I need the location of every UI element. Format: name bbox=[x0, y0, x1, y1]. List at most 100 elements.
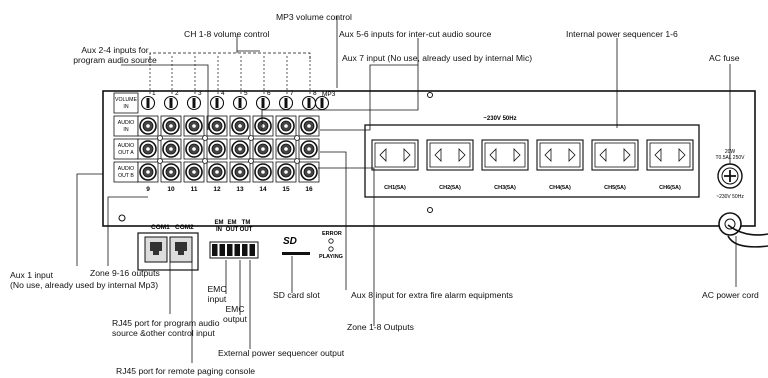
power-outlet[interactable] bbox=[646, 139, 694, 171]
rca-jack[interactable] bbox=[183, 161, 205, 183]
rca-jack[interactable] bbox=[275, 138, 297, 160]
rca-jack[interactable] bbox=[206, 138, 228, 160]
rca-jack[interactable] bbox=[298, 138, 320, 160]
volume-dash-lines bbox=[149, 56, 311, 96]
volume-knob[interactable] bbox=[278, 95, 294, 111]
emc-terminal-pin bbox=[219, 244, 225, 256]
rca-jack[interactable] bbox=[275, 161, 297, 183]
screw bbox=[427, 207, 433, 213]
rca-jack[interactable] bbox=[160, 138, 182, 160]
volume-knob[interactable] bbox=[140, 95, 156, 111]
callout-emc-input-line1: EMC bbox=[207, 284, 227, 294]
emc-terminal-pin bbox=[242, 244, 248, 256]
row-label-line2: OUT B bbox=[118, 173, 134, 179]
emc-terminal-pin bbox=[212, 244, 218, 256]
zone-number: 13 bbox=[236, 186, 244, 193]
zone-number: 16 bbox=[305, 186, 313, 193]
power-outlet[interactable] bbox=[591, 139, 639, 171]
power-outlet[interactable] bbox=[481, 139, 529, 171]
terminal-screw bbox=[248, 135, 254, 141]
ac-power-cord bbox=[718, 212, 768, 248]
rca-jack[interactable] bbox=[206, 115, 228, 137]
rca-jack[interactable] bbox=[183, 115, 205, 137]
rca-jack[interactable] bbox=[137, 161, 159, 183]
rca-jack[interactable] bbox=[275, 115, 297, 137]
callout-emc-input-line2: input bbox=[207, 294, 227, 304]
emc-label-line1: EM bbox=[215, 220, 224, 226]
callout-zone1-8: Zone 1-8 Outputs bbox=[347, 322, 414, 332]
rca-jack[interactable] bbox=[137, 138, 159, 160]
outlet-label: CH3(5A) bbox=[494, 185, 516, 191]
voltage-bottom-label: ~230V 50Hz bbox=[716, 194, 744, 200]
zone-number: 11 bbox=[191, 186, 198, 193]
rca-jack[interactable] bbox=[229, 115, 251, 137]
volume-knobs bbox=[140, 95, 330, 111]
zone-number: 10 bbox=[167, 186, 175, 193]
sd-logo: SD bbox=[283, 236, 297, 247]
callout-aux2-4-line2: program audio source bbox=[73, 55, 157, 65]
emc-terminal-pin bbox=[227, 244, 233, 256]
callout-ac-fuse: AC fuse bbox=[709, 53, 740, 63]
rca-jack[interactable] bbox=[298, 115, 320, 137]
channel-number: 1 bbox=[152, 90, 156, 97]
callout-rj45-program-line1: RJ45 port for program audio bbox=[112, 318, 220, 328]
rj45-com1[interactable] bbox=[144, 236, 168, 263]
channel-number: 2 bbox=[175, 90, 179, 97]
callout-zone9-16: Zone 9-16 outputs bbox=[90, 268, 160, 278]
callout-power-seq: Internal power sequencer 1-6 bbox=[566, 29, 678, 39]
ac-fuse-holder[interactable] bbox=[717, 163, 743, 189]
channel-number: 3 bbox=[198, 90, 202, 97]
callout-leader-lines bbox=[76, 16, 737, 363]
zone-number: 14 bbox=[259, 186, 267, 193]
callout-emc-output-line1: EMC bbox=[225, 304, 245, 314]
volume-knob[interactable] bbox=[314, 95, 330, 111]
volume-knob[interactable] bbox=[209, 95, 225, 111]
rca-jack[interactable] bbox=[160, 161, 182, 183]
zone-number: 12 bbox=[213, 186, 221, 193]
terminal-screw bbox=[248, 158, 254, 164]
terminal-screw bbox=[294, 135, 300, 141]
callout-ac-cord: AC power cord bbox=[702, 290, 759, 300]
outlet-label: CH6(5A) bbox=[659, 185, 681, 191]
callout-ext-seq: External power sequencer output bbox=[218, 348, 345, 358]
row-label-box bbox=[113, 138, 139, 160]
callout-emc-output: EMC output bbox=[218, 304, 252, 324]
com1-label: COM1 bbox=[151, 224, 170, 231]
power-outlet[interactable] bbox=[426, 139, 474, 171]
rj45-com2[interactable] bbox=[169, 236, 193, 263]
rca-jack[interactable] bbox=[252, 115, 274, 137]
callout-aux7: Aux 7 input (No use, already used by int… bbox=[342, 53, 533, 63]
zone-number: 15 bbox=[282, 186, 290, 193]
rca-jack[interactable] bbox=[160, 115, 182, 137]
row-label-box bbox=[113, 92, 139, 114]
terminal-screw bbox=[202, 158, 208, 164]
volume-knob[interactable] bbox=[301, 95, 317, 111]
rca-jack[interactable] bbox=[229, 161, 251, 183]
callout-rj45-program-line2: source &other control input bbox=[112, 328, 215, 338]
rca-jack[interactable] bbox=[137, 115, 159, 137]
rca-jack[interactable] bbox=[252, 161, 274, 183]
rca-jack[interactable] bbox=[298, 161, 320, 183]
callout-rj45-paging: RJ45 port for remote paging console bbox=[116, 366, 256, 376]
sd-card-slot[interactable] bbox=[282, 252, 310, 255]
power-outlet[interactable] bbox=[371, 139, 419, 171]
mp3-label: MP3 bbox=[322, 91, 336, 98]
rca-jack[interactable] bbox=[229, 138, 251, 160]
terminal-screw bbox=[157, 135, 163, 141]
rca-jack[interactable] bbox=[252, 138, 274, 160]
row-label-line1: AUDIO bbox=[118, 120, 134, 126]
playing-label: PLAYING bbox=[319, 254, 343, 260]
emc-terminal-block[interactable] bbox=[209, 241, 259, 259]
rca-jack[interactable] bbox=[183, 138, 205, 160]
volume-knob[interactable] bbox=[255, 95, 271, 111]
power-outlet[interactable] bbox=[536, 139, 584, 171]
volume-knob[interactable] bbox=[186, 95, 202, 111]
volume-knob[interactable] bbox=[232, 95, 248, 111]
callout-aux2-4: Aux 2-4 inputs for program audio source bbox=[50, 45, 180, 65]
volume-knob[interactable] bbox=[163, 95, 179, 111]
callout-aux1-line1: Aux 1 input bbox=[10, 270, 53, 280]
rca-jack[interactable] bbox=[206, 161, 228, 183]
